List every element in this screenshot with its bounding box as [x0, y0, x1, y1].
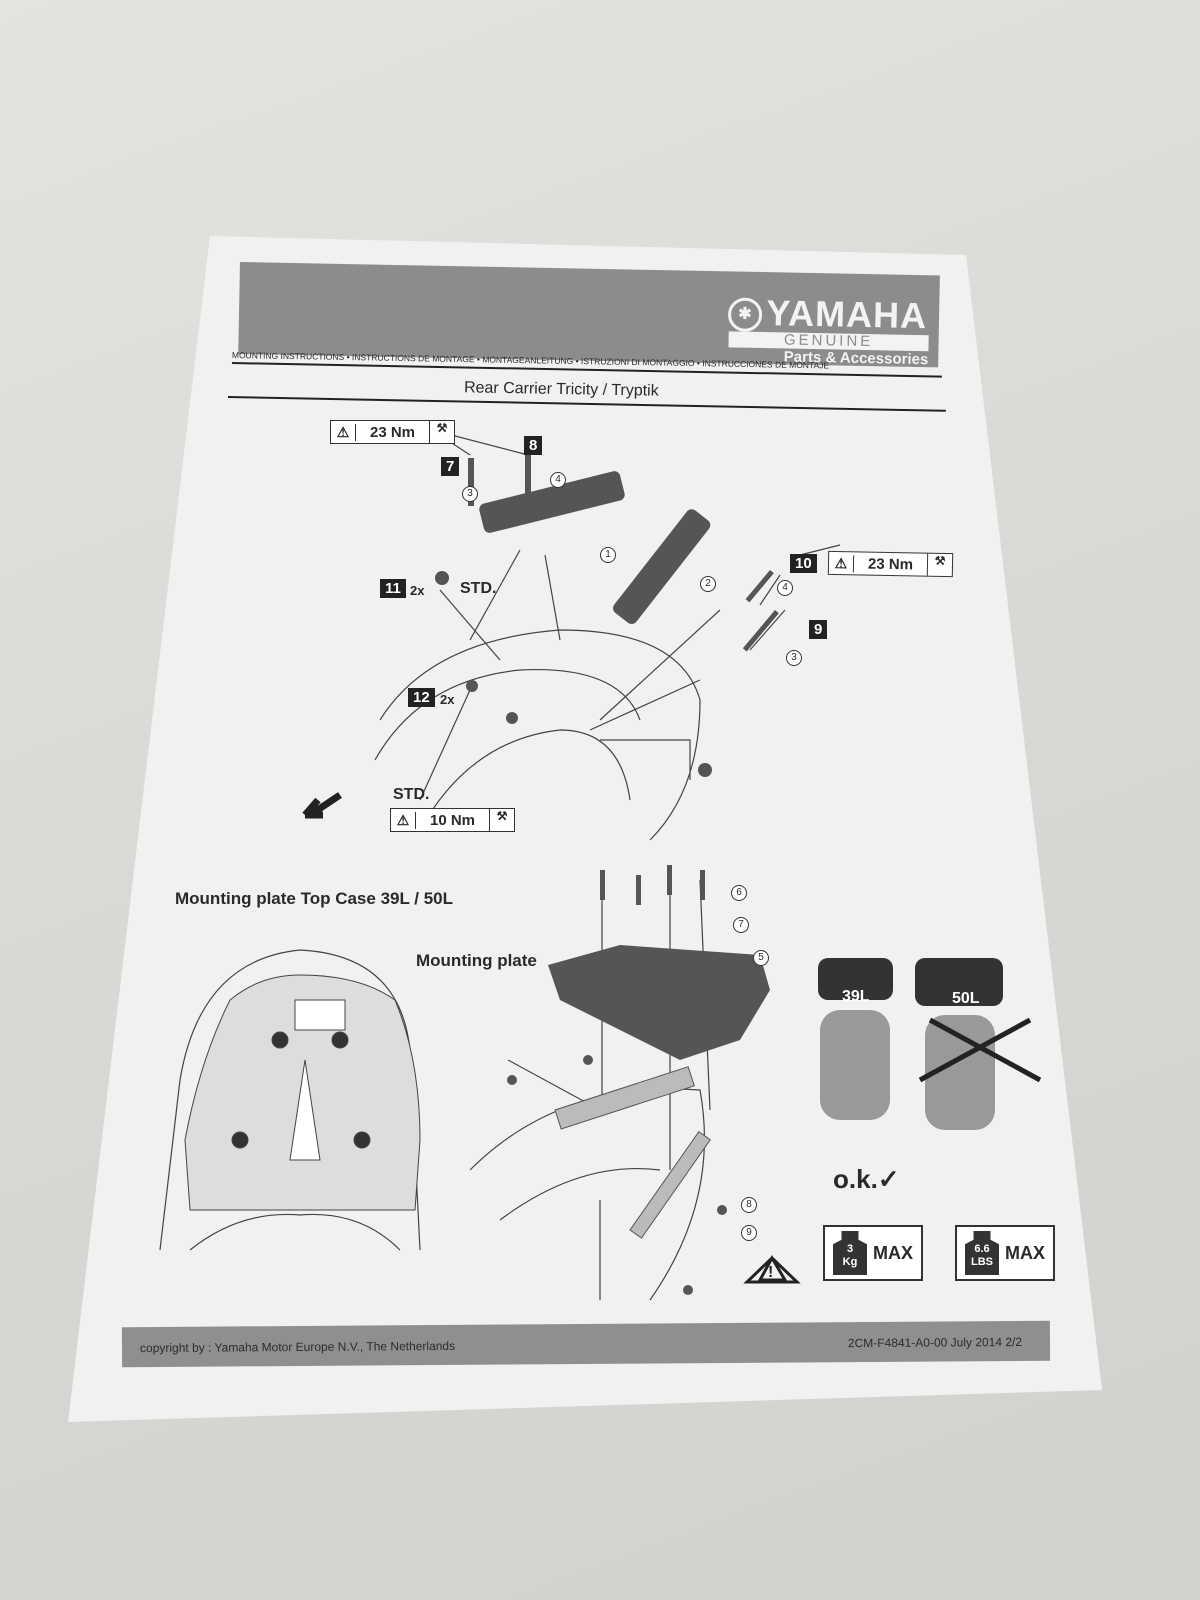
std-label: STD. — [460, 580, 497, 597]
mounting-plate-topview — [184, 974, 421, 1211]
weight-value: 3 — [846, 1243, 854, 1255]
torque-value: 23 Nm — [867, 555, 914, 573]
top-case-39l-figure — [818, 958, 893, 1120]
cross-icon — [918, 1017, 1042, 1083]
svg-text:!: ! — [768, 1264, 773, 1281]
torque-value: 23 Nm — [370, 423, 416, 441]
mounting-plate-label: Mounting plate — [416, 951, 537, 970]
step-12: 12 — [408, 688, 435, 707]
step-11: 11 — [380, 579, 406, 598]
part-2: 2 — [700, 576, 716, 592]
weight-unit: LBS — [971, 1256, 993, 1268]
qty-label: 2x — [410, 583, 425, 598]
mounting-section-title: Mounting plate Top Case 39L / 50L — [175, 889, 454, 908]
max-label: MAX — [1005, 1242, 1045, 1263]
weight-value: 6.6 — [974, 1243, 990, 1255]
part-6: 6 — [731, 885, 747, 901]
part-9: 9 — [741, 1225, 757, 1241]
step-7: 7 — [441, 457, 460, 476]
ok-label: o.k.✓ — [833, 1164, 900, 1194]
part-5: 5 — [753, 950, 769, 966]
bolt — [525, 455, 531, 495]
part-8: 8 — [741, 1197, 757, 1213]
part-4: 4 — [777, 580, 793, 596]
warning-icon: ⚠ — [331, 423, 356, 441]
step-8: 8 — [524, 436, 543, 455]
std-label: STD. — [393, 786, 430, 803]
wrench-icon: ⚒ — [429, 421, 454, 443]
bolt — [468, 458, 474, 506]
part-3: 3 — [786, 650, 802, 666]
torque-label-23nm: ⚠ 23 Nm ⚒ — [330, 420, 456, 444]
warning-icon: ! — [743, 1254, 801, 1284]
max-label: MAX — [873, 1242, 913, 1263]
part-3: 3 — [462, 486, 478, 502]
top-case-50l-figure — [915, 958, 1042, 1130]
copyright: copyright by : Yamaha Motor Europe N.V.,… — [139, 1338, 456, 1356]
weight-unit: Kg — [842, 1256, 858, 1268]
arrow-icon — [302, 792, 342, 819]
warning-icon: ⚠ — [391, 811, 416, 829]
case-39l-label: 39L — [842, 988, 870, 1005]
torque-label-23nm-right: ⚠ 23 Nm ⚒ — [827, 550, 954, 578]
footer-bar: copyright by : Yamaha Motor Europe N.V.,… — [121, 1320, 1051, 1368]
torque-value: 10 Nm — [430, 811, 476, 829]
carrier-bar-2 — [613, 509, 711, 625]
document-code: 2CM-F4841-A0-00 July 2014 2/2 — [847, 1334, 1023, 1351]
mounting-plate-3d — [548, 945, 770, 1060]
qty-label: 2x — [440, 692, 455, 707]
wrench-icon: ⚒ — [489, 809, 514, 831]
wrench-icon: ⚒ — [926, 553, 953, 577]
part-4: 4 — [550, 472, 566, 488]
scooter-seat-outline — [379, 629, 701, 841]
case-50l-label: 50L — [952, 990, 980, 1007]
torque-label-10nm: ⚠ 10 Nm ⚒ — [390, 808, 516, 832]
carrier-bar-1 — [479, 471, 625, 533]
part-1: 1 — [600, 547, 616, 563]
step-9: 9 — [809, 620, 828, 639]
step-10: 10 — [790, 554, 817, 573]
warning-icon: ⚠ — [828, 554, 855, 572]
part-7: 7 — [733, 917, 749, 933]
